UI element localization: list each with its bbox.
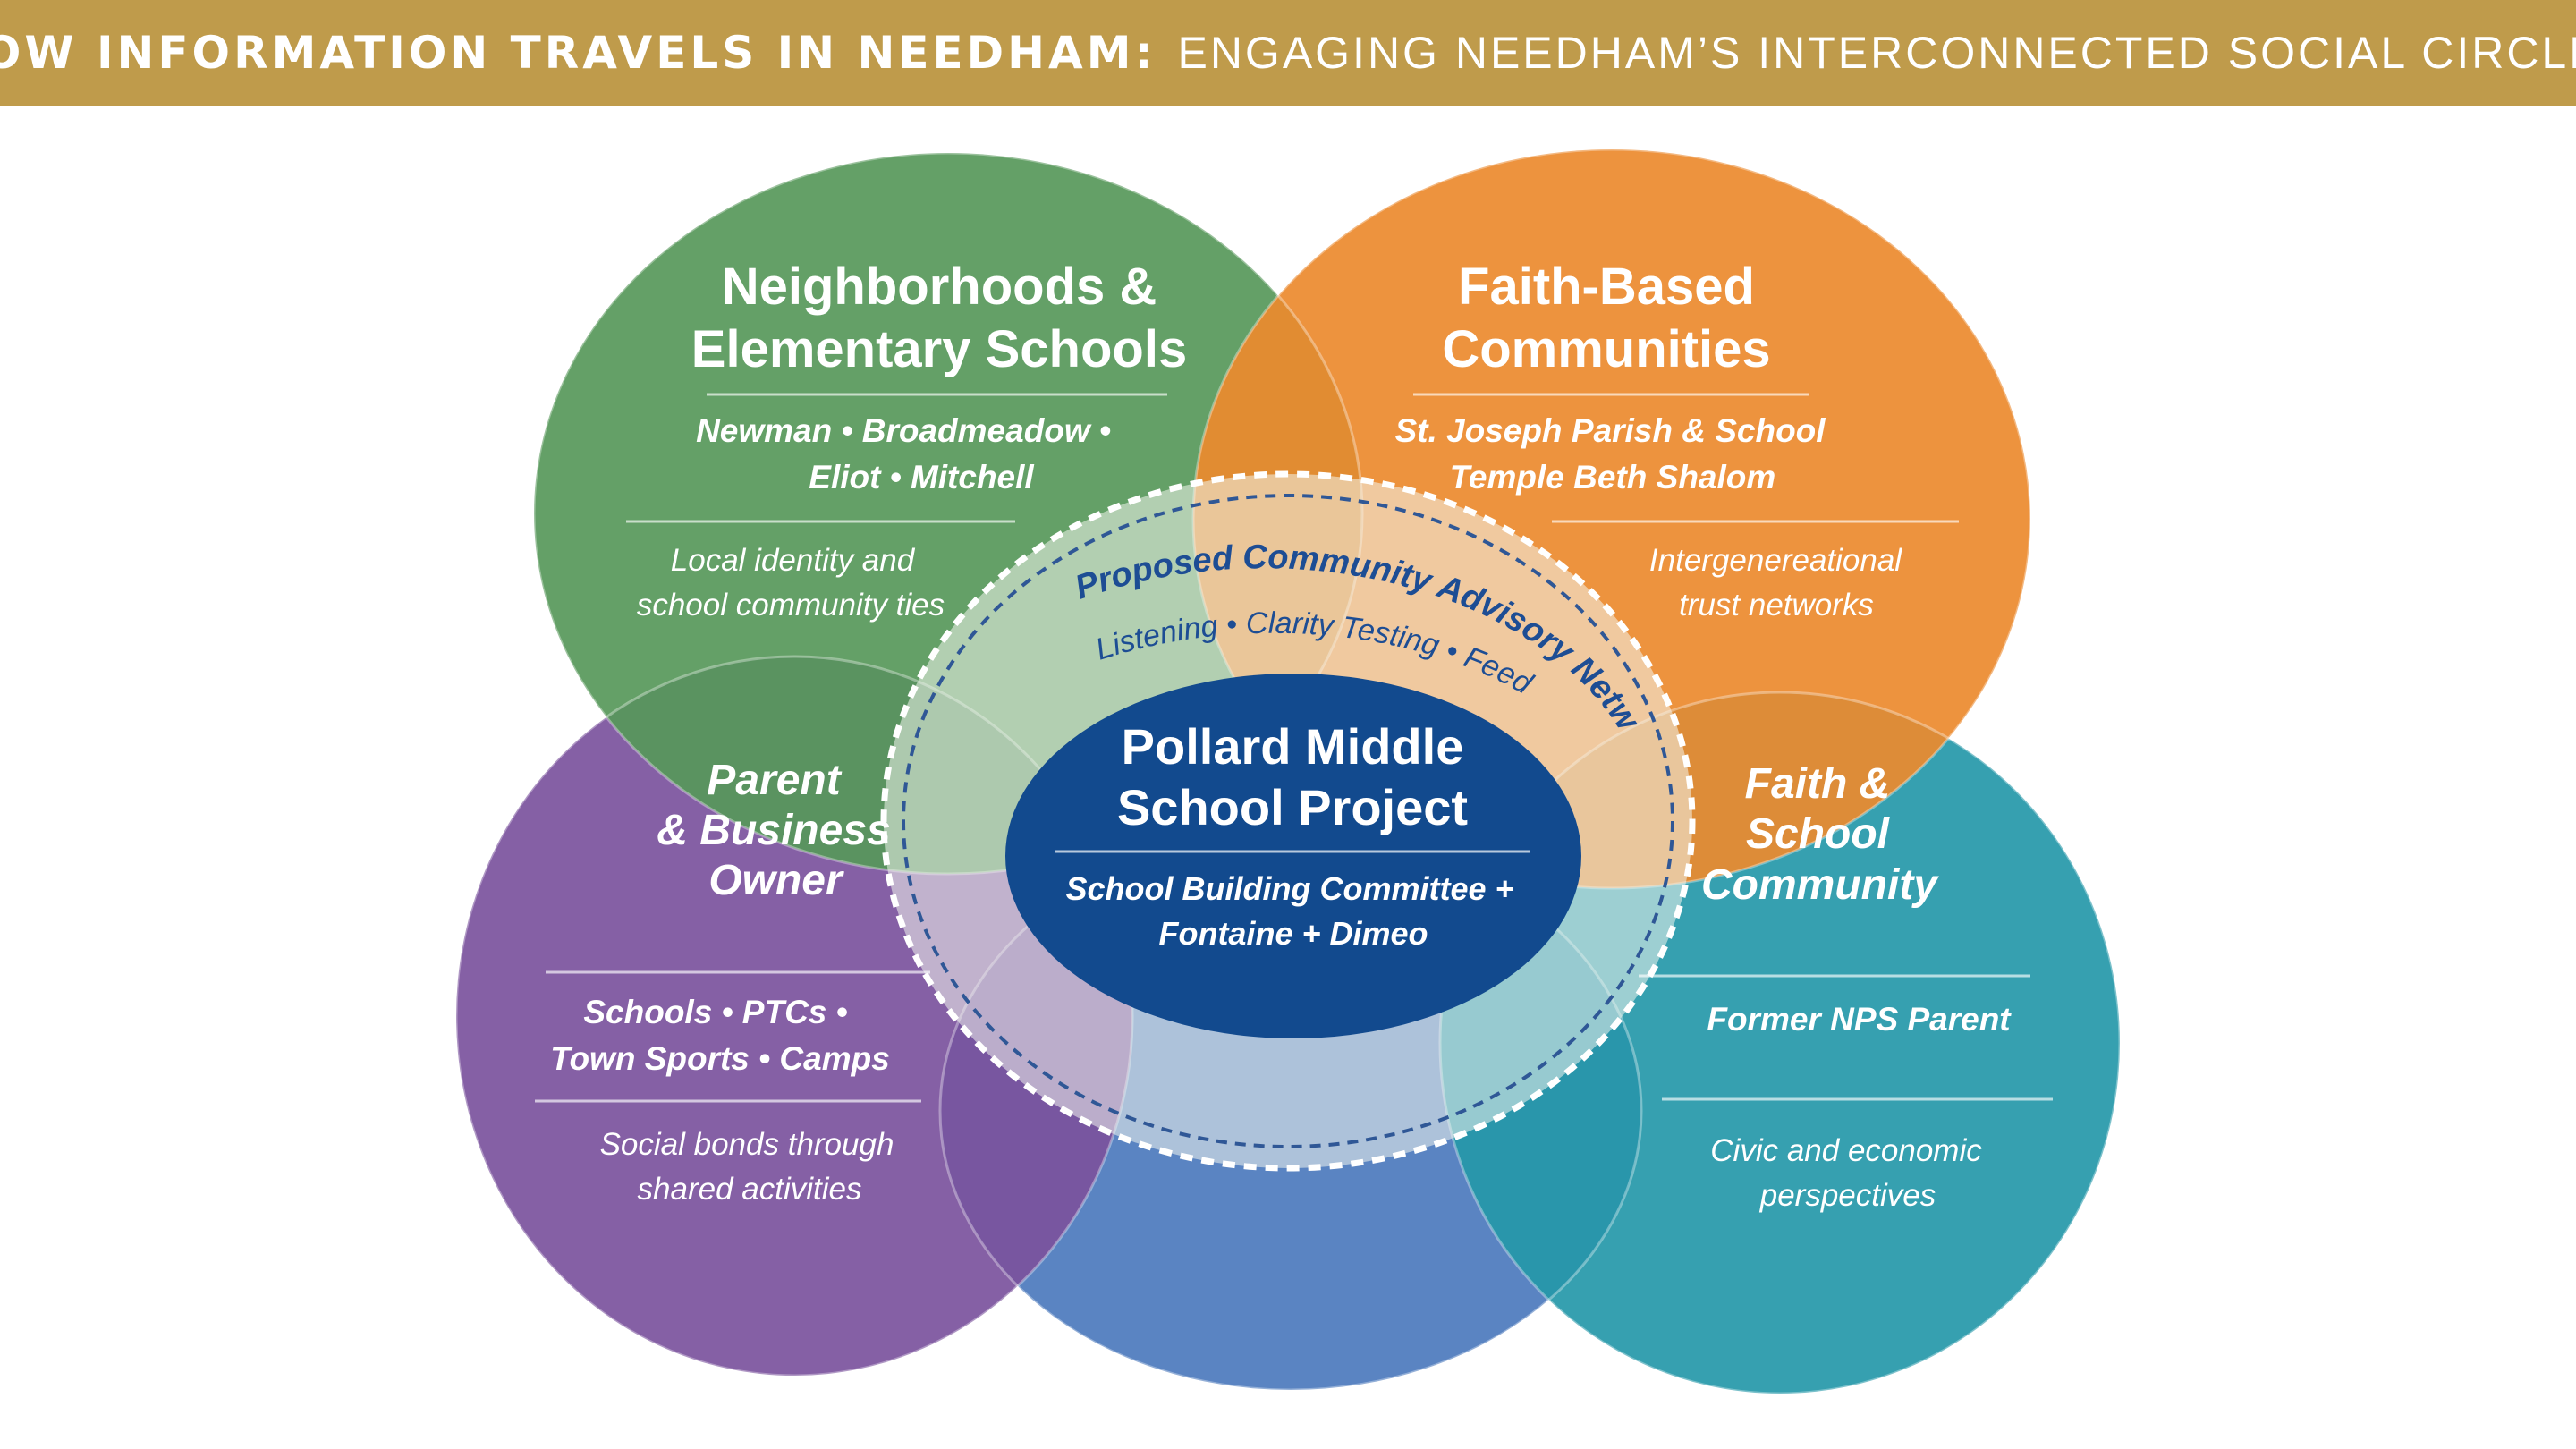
advisory-inner-dashes [902, 494, 1674, 1148]
activities-desc-line2: shared activities [638, 1172, 862, 1207]
parent-business-line2: & Business [657, 807, 890, 854]
center-title-line1: Pollard Middle [1122, 718, 1464, 775]
civic-desc-line1: Civic and economic [1710, 1133, 1982, 1168]
civic-role: Former NPS Parent [1707, 1001, 2012, 1038]
center-sub-line1: School Building Committee + [1065, 870, 1513, 907]
center-ellipse [1005, 674, 1581, 1038]
neighborhoods-title-line1: Neighborhoods & [722, 258, 1157, 316]
parent-business-line3: Owner [708, 857, 844, 904]
banner-title: HOW INFORMATION TRAVELS IN NEEDHAM: [0, 27, 1157, 79]
activities-items-line1: Schools • PTCs • [583, 994, 847, 1030]
faith-title-line1: Faith-Based [1458, 258, 1755, 316]
center-title-line2: School Project [1117, 779, 1468, 835]
neighborhoods-desc-line1: Local identity and [671, 543, 916, 578]
neighborhoods-title-line2: Elementary Schools [691, 320, 1187, 378]
faith-desc-line1: Intergenereational [1649, 543, 1902, 578]
civic-desc-line2: perspectives [1759, 1178, 1936, 1213]
faith-title-line2: Communities [1442, 320, 1770, 378]
advisory-outer-dashes [880, 470, 1696, 1172]
header-banner: HOW INFORMATION TRAVELS IN NEEDHAM: ENGA… [0, 0, 2576, 106]
neighborhoods-schools-line2: Eliot • Mitchell [809, 459, 1034, 496]
faith-school-line2: School [1746, 810, 1891, 858]
activities-items-line2: Town Sports • Camps [550, 1040, 890, 1077]
faith-desc-line2: trust networks [1679, 588, 1874, 623]
center-sub-line2: Fontaine + Dimeo [1158, 915, 1428, 952]
faith-school-line1: Faith & [1745, 760, 1891, 808]
banner-subtitle: ENGAGING NEEDHAM’S INTERCONNECTED SOCIAL… [1177, 28, 2576, 78]
activities-desc-line1: Social bonds through [600, 1127, 894, 1162]
faith-places-line1: St. Joseph Parish & School [1394, 412, 1826, 449]
neighborhoods-schools-line1: Newman • Broadmeadow • [696, 412, 1111, 449]
parent-business-line1: Parent [707, 757, 842, 804]
faith-places-line2: Temple Beth Shalom [1450, 459, 1776, 496]
faith-school-line3: Community [1701, 861, 1939, 909]
neighborhoods-desc-line2: school community ties [637, 588, 945, 623]
